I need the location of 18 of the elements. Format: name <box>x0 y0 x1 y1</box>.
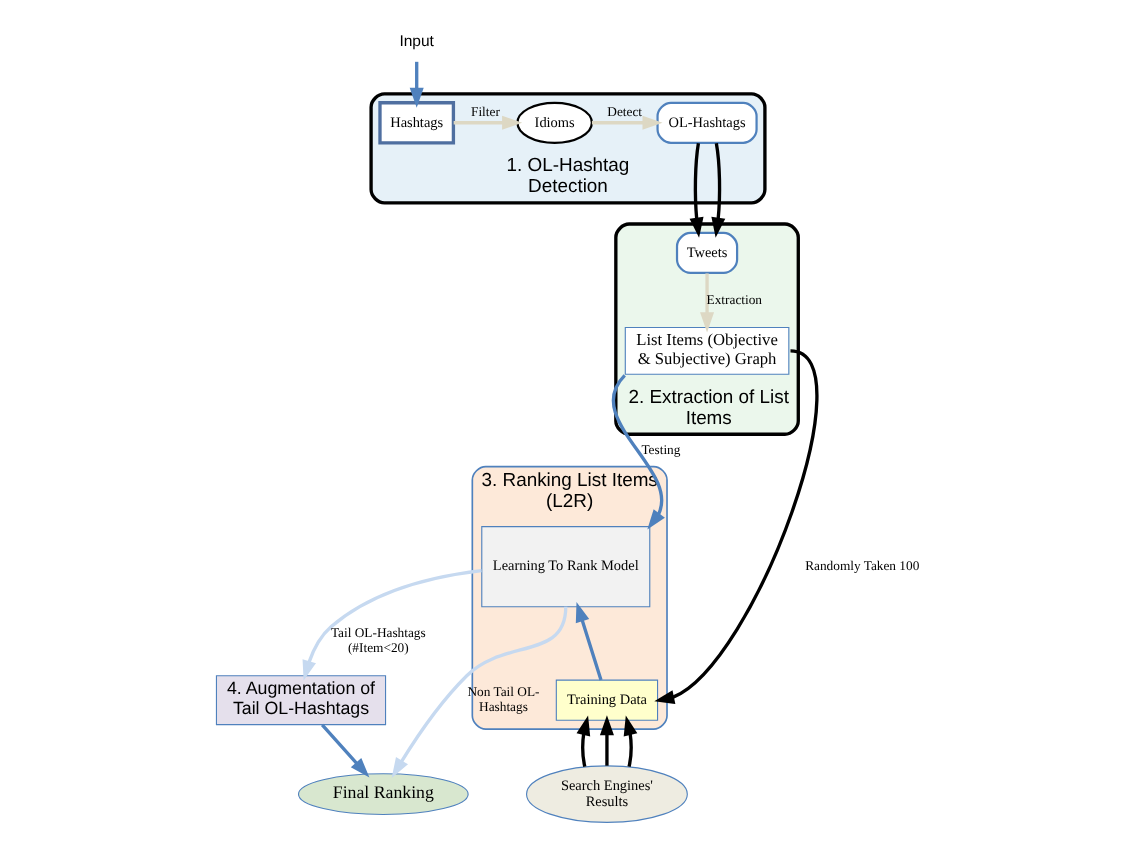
arrow <box>654 349 819 704</box>
arrow <box>409 61 424 108</box>
arrow <box>575 602 603 681</box>
arrow <box>623 715 638 768</box>
node-box: List Items (Objective & Subjective) Graph <box>624 326 790 375</box>
node-box: 4. Augmentation of Tail OL-Hashtags <box>215 675 387 726</box>
arrow <box>599 715 614 766</box>
arrow <box>576 715 591 768</box>
arrow <box>591 115 663 130</box>
arrow <box>689 143 704 238</box>
arrow <box>320 723 370 778</box>
arrow <box>700 273 715 333</box>
arrow <box>611 374 665 530</box>
node-ellipse: Final Ranking <box>297 773 469 815</box>
arrow <box>453 115 523 130</box>
arrow <box>302 568 482 681</box>
arrow <box>391 606 568 778</box>
arrow <box>711 143 726 238</box>
